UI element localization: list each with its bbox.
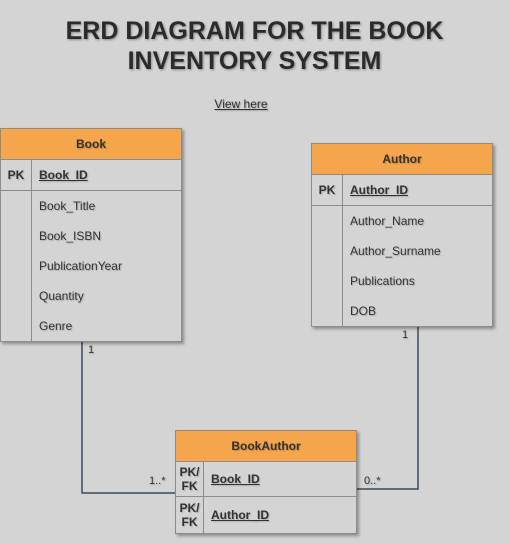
entity-book[interactable]: Book PK Book_ID Book_Title Book_ISBN Pub… [0, 128, 182, 342]
entity-bookauthor-key-label: PK/ FK [176, 462, 204, 496]
entity-book-attr: Genre [39, 319, 73, 333]
entity-bookauthor-header: BookAuthor [176, 431, 356, 462]
entity-book-header: Book [1, 129, 181, 160]
title-line-2: INVENTORY SYSTEM [127, 47, 382, 75]
page-title: ERD DIAGRAM FOR THE BOOK INVENTORY SYSTE… [0, 16, 509, 76]
entity-author-pk-label: PK [312, 175, 343, 205]
entity-book-attr: Quantity [39, 289, 84, 303]
entity-author-pk-row: PK Author_ID [312, 175, 492, 206]
entity-bookauthor-key-field: Book_ID [211, 472, 260, 486]
entity-book-attr: PublicationYear [39, 259, 122, 273]
entity-bookauthor-key-row: PK/ FK Author_ID [176, 497, 356, 533]
entity-author-attr: Publications [350, 274, 415, 288]
entity-author-attributes: Author_Name Author_Surname Publications … [312, 206, 492, 326]
entity-author-attr: Author_Name [350, 214, 425, 228]
entity-bookauthor-key-row: PK/ FK Book_ID [176, 462, 356, 497]
connector-author-bookauthor [356, 323, 419, 490]
cardinality-bookauthor-left: 1..* [149, 475, 166, 487]
entity-book-attributes: Book_Title Book_ISBN PublicationYear Qua… [1, 191, 181, 341]
entity-bookauthor[interactable]: BookAuthor PK/ FK Book_ID PK/ FK Author_… [175, 430, 357, 534]
entity-author[interactable]: Author PK Author_ID Author_Name Author_S… [311, 143, 493, 327]
entity-book-attr: Book_ISBN [39, 229, 102, 243]
entity-author-attr: DOB [350, 304, 377, 318]
entity-bookauthor-key-label: PK/ FK [176, 497, 204, 533]
entity-book-pk-label: PK [1, 160, 32, 190]
entity-book-attr: Book_Title [39, 199, 96, 213]
cardinality-book-side: 1 [88, 344, 95, 356]
title-line-1: ERD DIAGRAM FOR THE BOOK [65, 17, 444, 45]
cardinality-author-side: 1 [402, 329, 409, 341]
connector-book-bookauthor [81, 338, 177, 494]
entity-book-pk-field: Book_ID [39, 168, 88, 182]
entity-book-pk-row: PK Book_ID [1, 160, 181, 191]
entity-author-header: Author [312, 144, 492, 175]
view-here-link[interactable]: View here [214, 97, 268, 111]
entity-bookauthor-key-field: Author_ID [211, 508, 269, 522]
cardinality-bookauthor-right: 0..* [364, 475, 381, 487]
entity-author-pk-field: Author_ID [350, 183, 408, 197]
entity-author-attr: Author_Surname [350, 244, 441, 258]
